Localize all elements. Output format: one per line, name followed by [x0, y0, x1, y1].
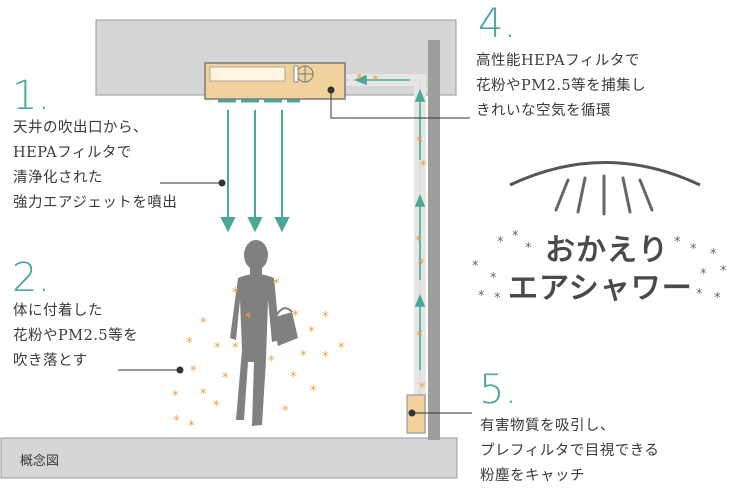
svg-text:*: *	[714, 291, 721, 306]
svg-text:*: *	[696, 287, 703, 302]
return-arrows	[353, 74, 426, 370]
svg-text:*: *	[200, 316, 207, 331]
step-2-line-2: 花粉やPM2.5等を	[13, 328, 139, 344]
svg-text:*: *	[472, 259, 479, 274]
step-5-line-1: 有害物質を吸引し、	[480, 418, 615, 434]
svg-text:*: *	[690, 242, 697, 257]
step-2-number: 2.	[12, 255, 51, 301]
brand-line-2: エアシャワー	[508, 271, 693, 306]
svg-text:*: *	[478, 289, 485, 304]
svg-text:*: *	[700, 267, 707, 282]
svg-text:*: *	[494, 291, 501, 306]
svg-text:*: *	[222, 371, 229, 386]
svg-text:*: *	[268, 354, 275, 369]
step-5-text: 有害物質を吸引し、 プレフィルタで目視できる 粉塵をキャッチ	[480, 414, 659, 489]
svg-text:*: *	[674, 235, 681, 250]
svg-text:*: *	[356, 72, 363, 87]
step-5-line-3: 粉塵をキャッチ	[480, 468, 585, 484]
svg-text:*: *	[418, 257, 425, 272]
return-duct-outline	[345, 79, 421, 430]
svg-text:*: *	[525, 241, 532, 256]
step-1-number: 1.	[12, 73, 51, 119]
step-1-text: 天井の吹出口から、 HEPAフィルタで 清浄化された 強力エアジェットを噴出	[13, 116, 177, 216]
step-1-line-3: 清浄化された	[13, 170, 103, 186]
step-1-line-2: HEPAフィルタで	[13, 145, 132, 161]
step-2-line-3: 吹き落とす	[13, 353, 88, 369]
svg-text:*: *	[186, 336, 193, 351]
svg-text:*: *	[322, 350, 329, 365]
svg-text:*: *	[173, 414, 180, 429]
svg-text:*: *	[490, 271, 497, 286]
air-jet-arrows	[220, 110, 290, 233]
svg-text:*: *	[188, 419, 195, 434]
step-1-line-4: 強力エアジェットを噴出	[13, 195, 178, 211]
svg-text:*: *	[372, 74, 379, 89]
svg-text:*: *	[200, 387, 207, 402]
svg-text:*: *	[214, 341, 221, 356]
step-4-line-3: きれいな空気を循環	[476, 103, 611, 119]
svg-text:*: *	[416, 135, 423, 150]
svg-text:*: *	[720, 264, 727, 279]
svg-text:*: *	[273, 277, 280, 292]
svg-text:*: *	[190, 364, 197, 379]
step-4-number: 4.	[478, 1, 517, 47]
svg-text:*: *	[232, 341, 239, 356]
bag-strap	[274, 307, 293, 319]
step-1-line-1: 天井の吹出口から、	[13, 120, 148, 136]
svg-text:*: *	[310, 384, 317, 399]
step-2-text: 体に付着した 花粉やPM2.5等を 吹き落とす	[13, 299, 138, 374]
step-2-line-1: 体に付着した	[13, 303, 103, 319]
svg-text:*: *	[420, 159, 427, 174]
step-4-line-1: 高性能HEPAフィルタで	[476, 53, 640, 69]
svg-text:*: *	[282, 404, 289, 419]
step-5-number: 5.	[479, 367, 518, 413]
svg-text:*: *	[172, 389, 179, 404]
svg-text:*: *	[497, 235, 504, 250]
diagram-caption: 概念図	[20, 454, 60, 469]
hepa-filter	[209, 66, 286, 82]
fan-blades	[297, 66, 313, 82]
svg-text:*: *	[415, 234, 422, 249]
airshower-logo-graphic: *** *** *** *** **	[472, 161, 727, 306]
right-wall	[428, 40, 440, 440]
person-silhouette	[230, 240, 298, 426]
svg-text:*: *	[290, 370, 297, 385]
floor-slab	[0, 437, 458, 479]
svg-text:*: *	[710, 247, 717, 262]
svg-text:*: *	[232, 286, 239, 301]
step-5-line-2: プレフィルタで目視できる	[480, 443, 660, 459]
svg-text:*: *	[512, 229, 519, 244]
svg-text:*: *	[292, 309, 299, 324]
step-4-text: 高性能HEPAフィルタで 花粉やPM2.5等を捕集し きれいな空気を循環	[476, 49, 646, 124]
step-4-line-2: 花粉やPM2.5等を捕集し	[476, 78, 647, 94]
svg-text:*: *	[322, 310, 329, 325]
svg-text:*: *	[338, 341, 345, 356]
return-duct	[345, 74, 426, 430]
leader-lines	[118, 86, 472, 417]
prefilter-box	[406, 394, 426, 434]
brand-line-1: おかえり	[545, 233, 669, 268]
fan-housing	[293, 65, 299, 83]
svg-text:*: *	[419, 381, 426, 396]
pollen-particles: *** *** *** *** *** *** *** *** *** *** …	[172, 72, 427, 434]
svg-text:*: *	[416, 329, 423, 344]
svg-text:*: *	[213, 399, 220, 414]
svg-text:*: *	[300, 349, 307, 364]
svg-text:*: *	[245, 311, 252, 326]
svg-text:*: *	[308, 325, 315, 340]
